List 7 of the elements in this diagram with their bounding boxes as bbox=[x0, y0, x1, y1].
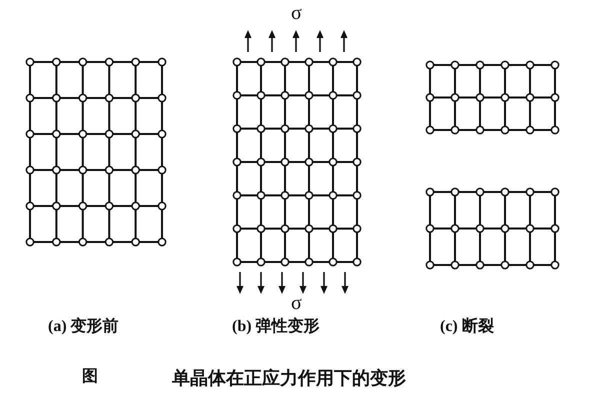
panel-caption: (b) 弹性变形 bbox=[232, 316, 320, 337]
stress-symbol: σ bbox=[291, 2, 302, 25]
stress-symbol: σ bbox=[291, 292, 302, 315]
figure-caption: 单晶体在正应力作用下的变形 bbox=[172, 367, 406, 390]
panel-caption: (c) 断裂 bbox=[440, 316, 494, 337]
figure-label: 图 bbox=[82, 367, 98, 387]
panel-caption: (a) 变形前 bbox=[48, 316, 119, 337]
